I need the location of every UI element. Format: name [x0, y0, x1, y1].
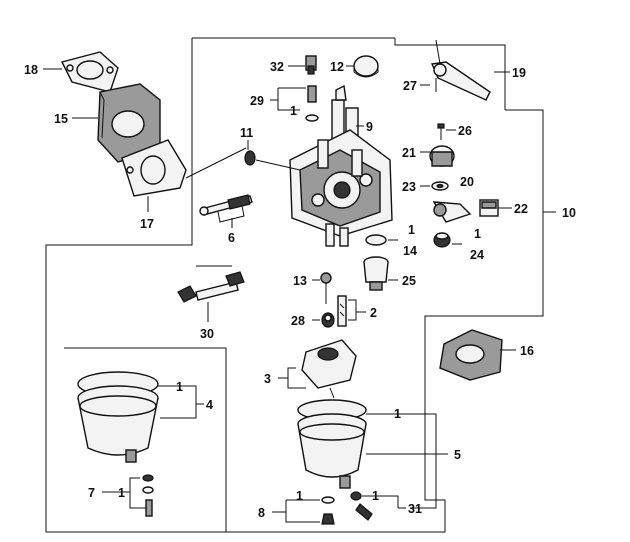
part-label-16: 16: [520, 344, 534, 358]
part-label-15: 15: [54, 112, 68, 126]
choke-lever-part-19: [430, 39, 491, 101]
part-label-13: 13: [293, 274, 307, 288]
part-label-29: 29: [250, 94, 264, 108]
part-label-6: 6: [228, 231, 235, 245]
part-label-24: 24: [470, 248, 484, 262]
part-label-27: 27: [403, 79, 417, 93]
gasket-part-18: [60, 51, 119, 93]
part-label-20: 20: [460, 175, 474, 189]
float-bowl-part-4: [77, 371, 159, 463]
gasket-part-16: [439, 329, 503, 381]
screw-part-26: [437, 123, 445, 140]
lever-part-20: [432, 201, 472, 223]
bowl-group-boundary: [64, 347, 227, 532]
part-label-32: 32: [270, 60, 284, 74]
nut-part-28: [321, 312, 335, 328]
cover-part-21: [429, 145, 455, 167]
part-label-26: 26: [458, 124, 472, 138]
part-label-11: 11: [240, 126, 253, 140]
bowl-part-25: [363, 256, 389, 291]
part-label-19: 19: [512, 66, 526, 80]
part-label-23: 23: [402, 180, 416, 194]
choke-group-boundary: [394, 38, 506, 110]
float-part-3: [301, 339, 357, 399]
part-label-31: 31: [408, 502, 422, 516]
float-bowl-part-5: [297, 399, 367, 489]
part-label-22: 22: [514, 202, 528, 216]
carburetor-body: [289, 129, 393, 247]
gasket-part-17: [121, 139, 187, 197]
float-pin-part-2: [337, 295, 347, 327]
float-valve-part-9: [331, 84, 359, 141]
part-label-17: 17: [140, 217, 154, 231]
part-label-8: 8: [258, 506, 265, 520]
part-label-2: 2: [370, 306, 377, 320]
part-label-1-o-ring: 1: [408, 223, 415, 237]
part-label-1-drain-screw: 1: [296, 489, 303, 503]
part-label-1-main-jet: 1: [290, 104, 297, 118]
part-label-12: 12: [330, 60, 344, 74]
o-ring-part-14: [365, 234, 387, 246]
part-label-28: 28: [291, 314, 305, 328]
clip-part-22: [479, 199, 499, 217]
cap-part-24: [433, 232, 451, 248]
washer-part-11: [244, 150, 301, 171]
part-label-10: 10: [562, 206, 576, 220]
needle-part-13: [320, 272, 332, 304]
drain-part-7: [142, 474, 154, 517]
part-label-1-bowl: 1: [394, 407, 401, 421]
washer-part-23: [431, 181, 449, 191]
part-label-25: 25: [402, 274, 416, 288]
part-label-7: 7: [88, 486, 95, 500]
part-label-3: 3: [264, 372, 271, 386]
drain-screw-part-30: [177, 265, 245, 303]
part-label-14: 14: [403, 244, 417, 258]
screw-part-32: [305, 55, 317, 75]
screw-part-6: [199, 194, 253, 216]
part-label-18: 18: [24, 63, 38, 77]
part-label-1-drain: 1: [118, 486, 125, 500]
part-label-1-cap: 1: [474, 227, 481, 241]
drain-screw-part-8: [321, 496, 335, 525]
screw-part-31: [350, 491, 373, 521]
part-label-21: 21: [402, 146, 416, 160]
part-label-1-bowl-gasket: 1: [176, 380, 183, 394]
part-label-9: 9: [366, 120, 373, 134]
part-label-4: 4: [206, 398, 213, 412]
part-label-30: 30: [200, 327, 214, 341]
insulator-part-15: [97, 83, 161, 163]
part-label-5: 5: [454, 448, 461, 462]
cap-part-12: [353, 55, 379, 78]
part-label-1-screw: 1: [372, 489, 379, 503]
jet-part-29: [305, 85, 319, 122]
